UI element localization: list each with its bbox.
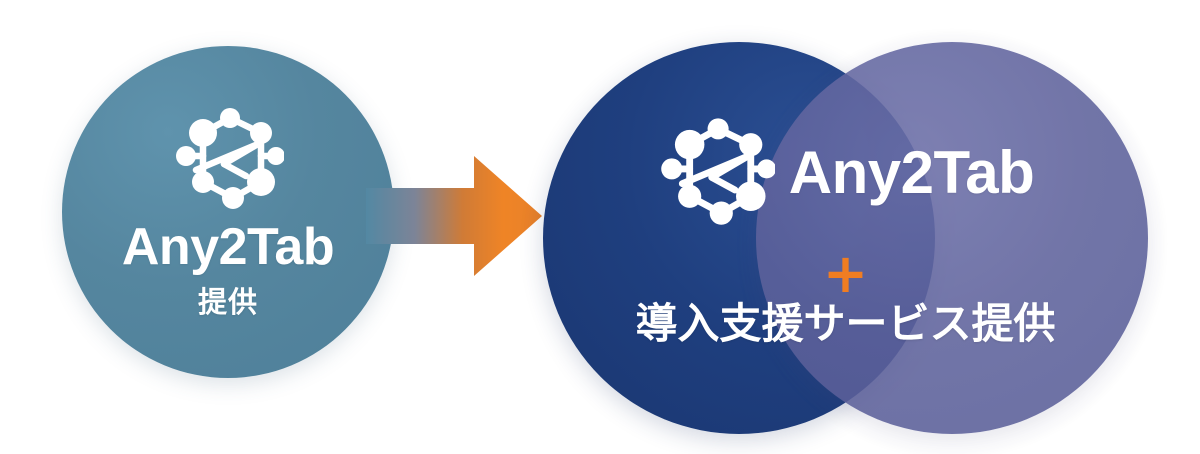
after-secondary-circle [756, 42, 1148, 434]
before-circle [62, 46, 394, 378]
right-arrow-icon [366, 150, 546, 282]
